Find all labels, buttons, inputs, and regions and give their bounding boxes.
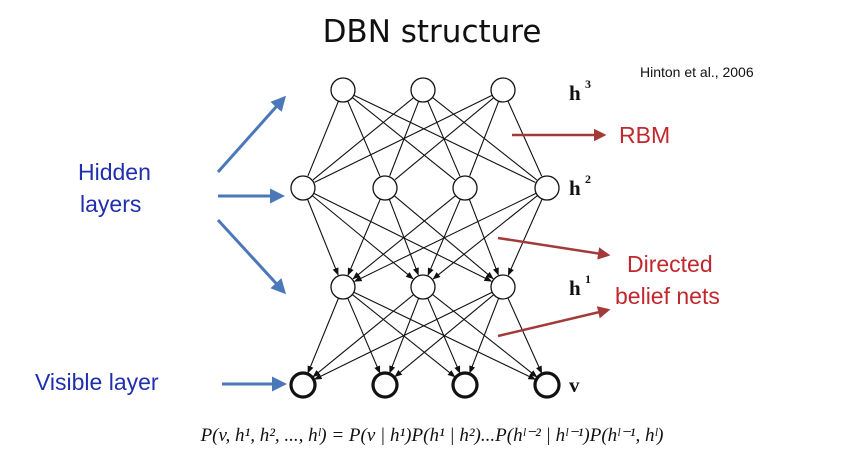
hidden-unit-h3-3 (490, 77, 516, 103)
visible-layer-label: Visible layer (35, 369, 159, 395)
hidden-layers-label-line2: layers (80, 191, 141, 217)
directed-h2-h1-edge (352, 195, 457, 280)
hidden-unit-h2-4 (534, 175, 560, 201)
network-nodes (289, 77, 561, 399)
directed-h2-h1-edge (507, 198, 543, 276)
hidden-unit-h2-1 (290, 175, 316, 201)
svg-text:h: h (569, 276, 581, 300)
edges-h3-h2 (307, 94, 543, 183)
joint-probability-formula: P(v, h¹, h², ..., hˡ) = P(v | h¹)P(h¹ | … (200, 425, 664, 446)
directed-h2-h1-edge (468, 199, 499, 276)
directed-h1-v-edge (469, 297, 500, 374)
visible-unit-3 (451, 371, 479, 399)
hidden-arrow-to-h1 (216, 218, 287, 295)
directed-h2-h1-edge (432, 195, 538, 280)
visible-unit-2 (371, 371, 399, 399)
hidden-arrow-to-h3 (216, 95, 286, 173)
directed-h1-v-edge (307, 297, 339, 374)
edges-directed (306, 192, 543, 380)
layer-label-v: v (569, 373, 580, 397)
hidden-layers-label-line1: Hidden (78, 159, 151, 185)
citation: Hinton et al., 2006 (640, 64, 754, 80)
svg-text:h: h (569, 176, 581, 200)
directed-h2-h1-edge (354, 192, 537, 282)
directed-arrow-upper (497, 236, 611, 260)
rbm-edge (307, 100, 339, 177)
diagram-title: DBN structure (323, 14, 542, 50)
rbm-edge (507, 100, 543, 177)
directed-h1-v-edge (312, 294, 415, 378)
hidden-unit-h1-1 (330, 274, 356, 300)
directed-h2-h1-edge (347, 198, 381, 276)
layer-label-h3: h 3 (569, 77, 591, 105)
directed-h2-h1-edge (427, 198, 461, 276)
directed-label-line1: Directed (627, 251, 713, 277)
directed-h1-v-edge (313, 291, 493, 380)
rbm-edge (314, 94, 493, 183)
svg-text:2: 2 (585, 172, 591, 186)
hidden-unit-h2-2 (372, 175, 398, 201)
hidden-unit-h3-1 (330, 77, 356, 103)
layer-label-h2: h 2 (569, 172, 591, 200)
directed-h2-h1-edge (311, 195, 414, 280)
rbm-edge (394, 97, 495, 181)
hidden-unit-h3-2 (410, 77, 436, 103)
visible-unit-1 (289, 371, 317, 399)
rbm-edge (312, 97, 415, 181)
svg-text:h: h (569, 81, 581, 105)
visible-unit-4 (533, 371, 561, 399)
svg-text:3: 3 (585, 77, 591, 91)
hidden-unit-h2-3 (452, 175, 478, 201)
directed-h2-h1-edge (313, 192, 493, 282)
svg-text:1: 1 (585, 272, 591, 286)
directed-h1-v-edge (507, 297, 543, 374)
directed-h2-h1-edge (306, 198, 339, 276)
layer-label-h1: h 1 (569, 272, 591, 300)
directed-label-line2: belief nets (615, 283, 720, 309)
rbm-edge (469, 100, 500, 177)
hidden-unit-h1-3 (490, 274, 516, 300)
hidden-unit-h1-2 (410, 274, 436, 300)
rbm-label: RBM (619, 122, 670, 148)
directed-arrow-lower (497, 306, 611, 338)
directed-h1-v-edge (394, 294, 495, 378)
svg-text:v: v (569, 373, 580, 397)
